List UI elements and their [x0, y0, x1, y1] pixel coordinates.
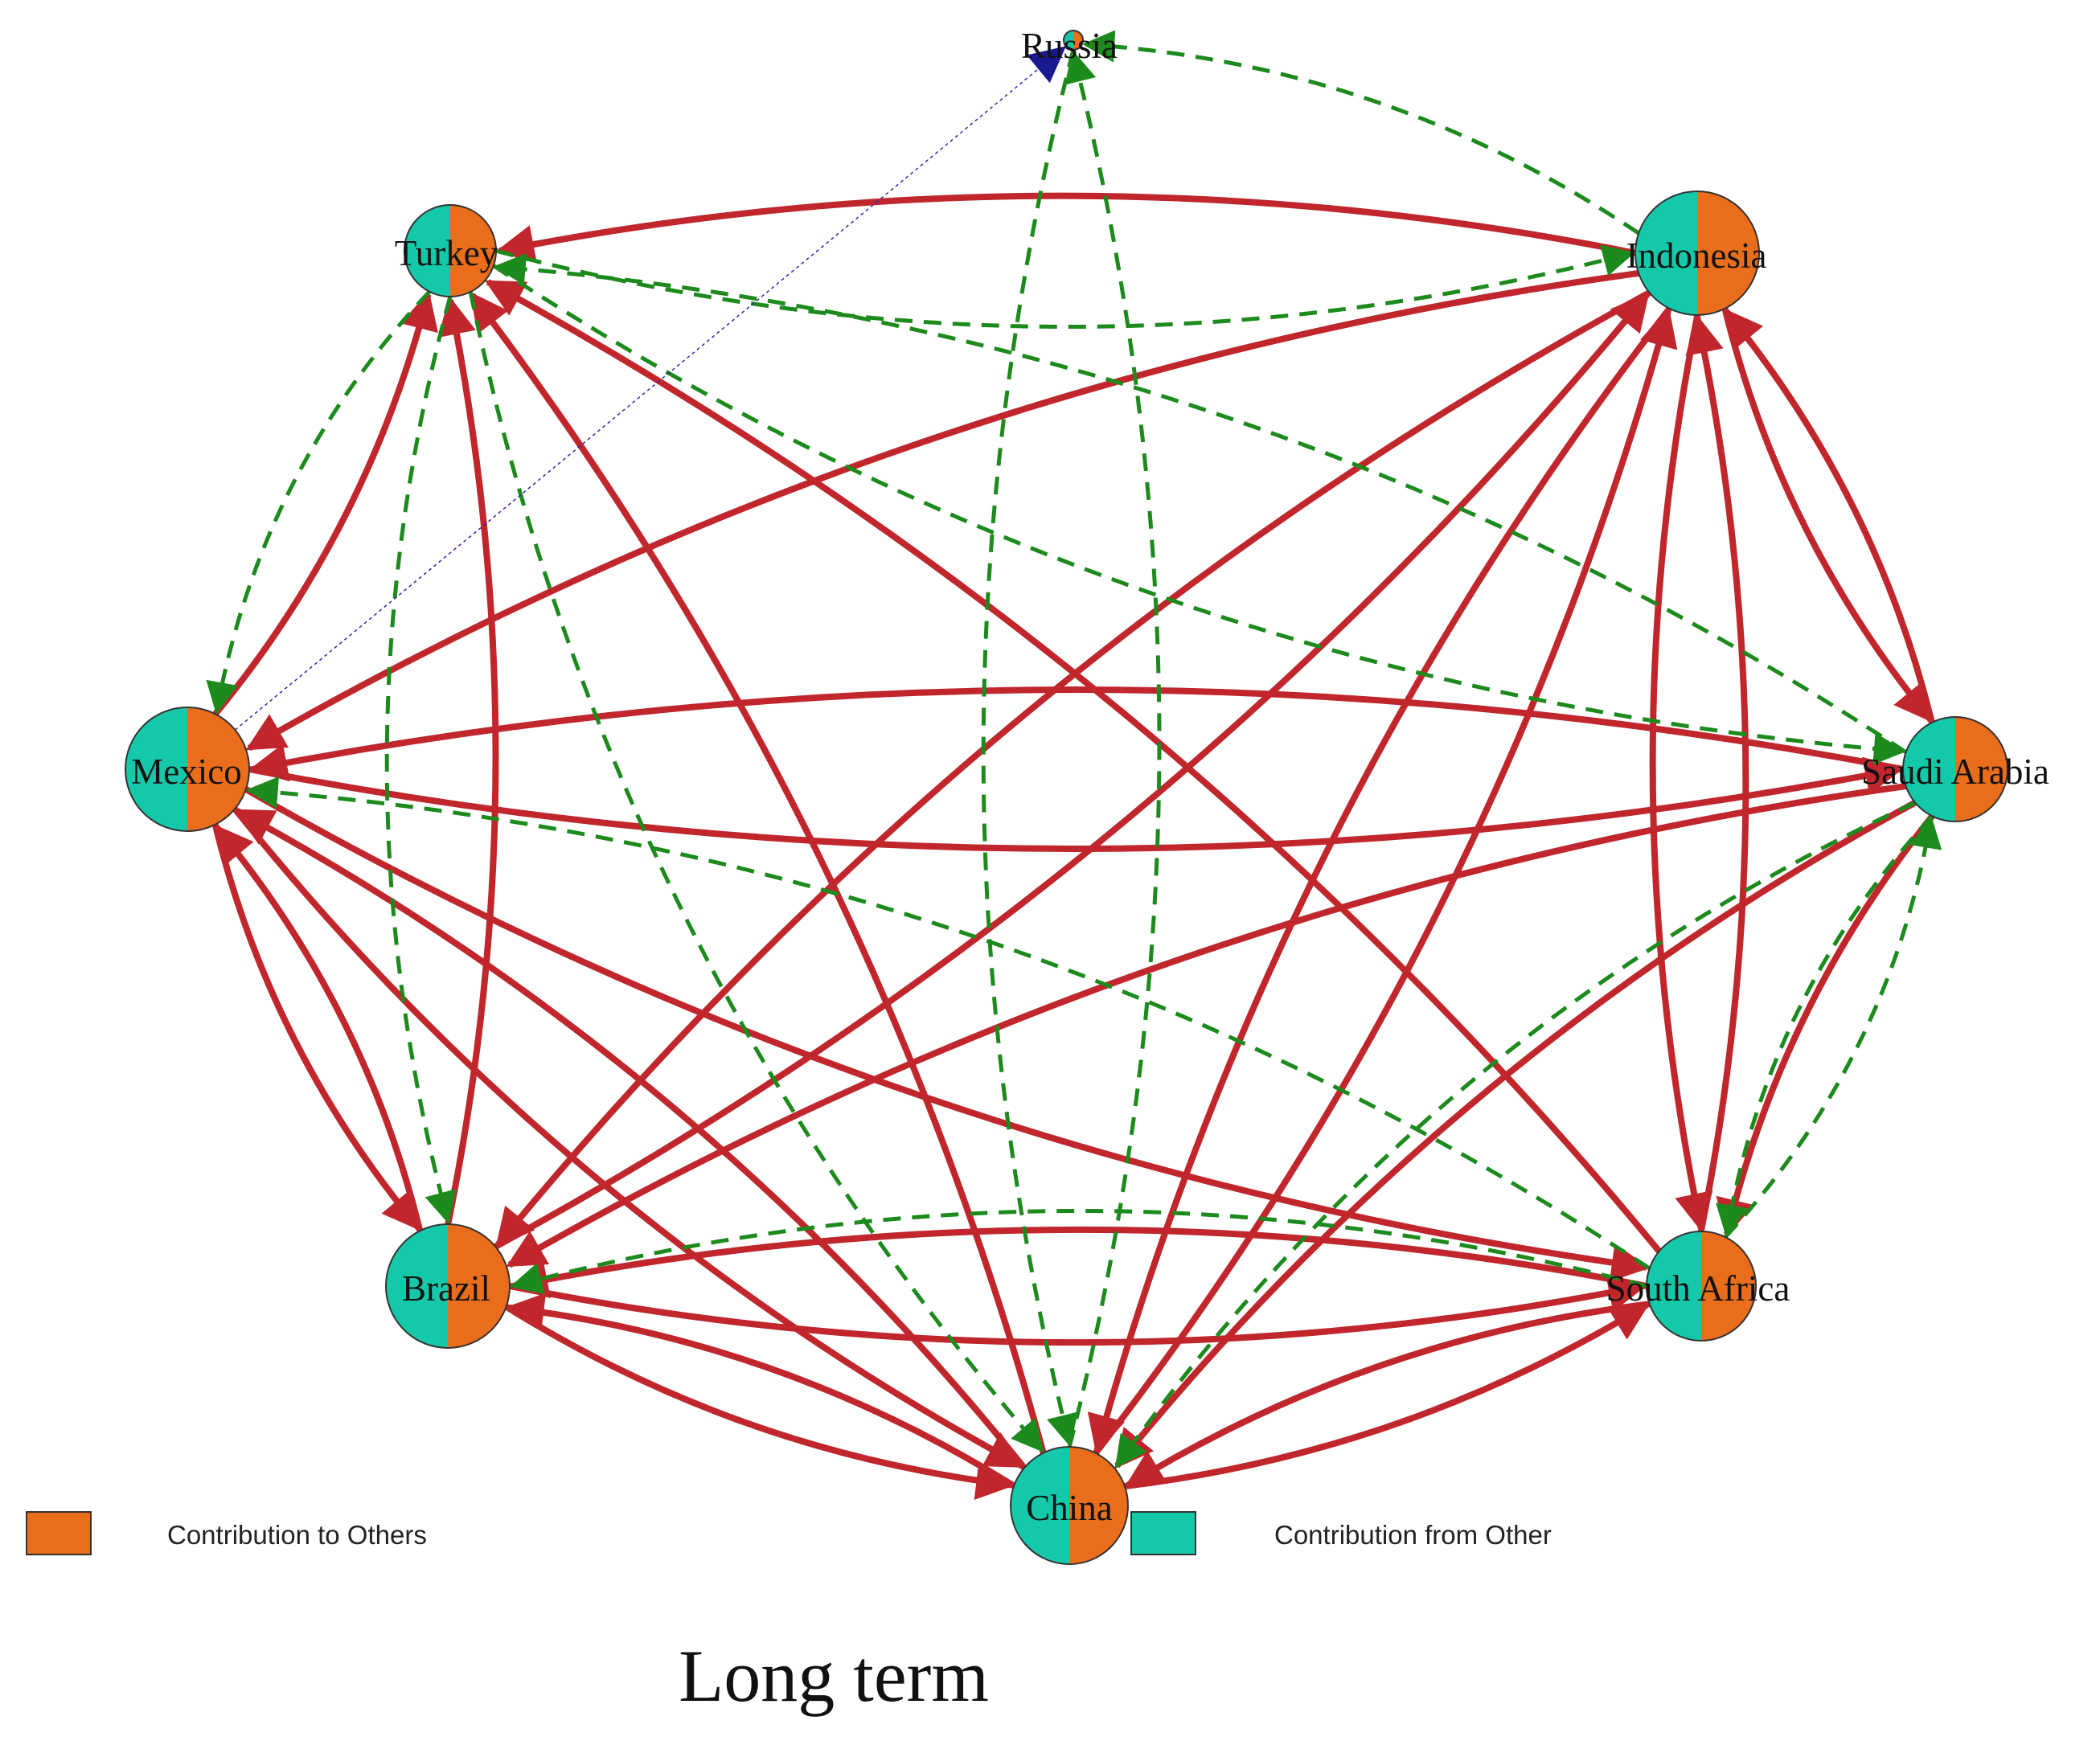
node-china-outline [1010, 1446, 1129, 1565]
edge-turkey-to-brazil [384, 296, 457, 1224]
diagram-caption: Long term [679, 1635, 989, 1717]
edge-south_africa-to-china [1124, 1301, 1651, 1489]
edge-south_africa-to-brazil [509, 1226, 1647, 1299]
node-brazil-label: Brazil [402, 1268, 490, 1309]
edge-south_africa-to-mexico [245, 776, 1651, 1271]
edge-turkey-to-mexico [206, 290, 432, 715]
edges-layer [206, 30, 1942, 1500]
node-turkey-from-other-slice [404, 205, 450, 297]
edge-saudi_arabia-to-mexico [248, 686, 1904, 782]
edge-saudi_arabia-to-south_africa [1716, 813, 1935, 1239]
node-mexico-label: Mexico [131, 752, 241, 792]
node-south_africa-to-others-slice [1701, 1231, 1756, 1341]
edge-brazil-to-south_africa [509, 1273, 1647, 1346]
node-brazil-from-other-slice [386, 1224, 448, 1348]
node-china-from-other-slice [1011, 1447, 1069, 1564]
node-mexico-from-other-slice [125, 707, 187, 831]
edge-mexico-to-china [232, 806, 1026, 1469]
edge-indonesia-to-mexico [245, 269, 1639, 752]
edge-south_africa-to-turkey [484, 279, 1662, 1254]
node-russia: Russia [1021, 26, 1118, 66]
edge-indonesia-to-saudi_arabia [1721, 307, 1934, 723]
node-russia-from-other-slice [1064, 31, 1073, 50]
node-mexico: Mexico [125, 707, 250, 832]
legend-label-to-others: Contribution to Others [167, 1520, 427, 1550]
node-russia-outline [1063, 30, 1084, 51]
node-russia-label: Russia [1021, 26, 1118, 66]
edge-mexico-to-saudi_arabia [248, 756, 1904, 852]
edge-china-to-brazil [505, 1293, 1016, 1489]
edge-indonesia-to-turkey [495, 192, 1636, 264]
edge-south_africa-to-brazil [510, 1208, 1647, 1295]
node-turkey-outline [404, 204, 497, 297]
edge-mexico-to-south_africa [244, 786, 1651, 1282]
legend: Contribution to Others Contribution from… [26, 1511, 1552, 1555]
edge-mexico-to-turkey [212, 290, 438, 716]
edge-saudi_arabia-to-turkey [493, 252, 1907, 754]
node-saudi_arabia: Saudi Arabia [1861, 716, 2049, 822]
node-saudi_arabia-outline [1902, 716, 2008, 822]
node-china-to-others-slice [1069, 1447, 1128, 1564]
node-mexico-outline [125, 707, 250, 832]
edge-indonesia-to-china [1087, 306, 1672, 1454]
node-turkey: Turkey [395, 204, 498, 297]
legend-swatch-to-others [26, 1511, 92, 1555]
node-brazil: Brazil [385, 1223, 511, 1349]
node-china: China [1010, 1446, 1129, 1565]
edge-china-to-russia [1064, 50, 1162, 1448]
edge-saudi_arabia-to-indonesia [1724, 308, 1935, 723]
node-china-label: China [1026, 1488, 1113, 1528]
edge-china-to-south_africa [1124, 1302, 1651, 1490]
node-saudi_arabia-label: Saudi Arabia [1861, 752, 2049, 792]
node-south_africa-label: South Africa [1606, 1268, 1790, 1309]
node-brazil-outline [385, 1223, 511, 1349]
edge-mexico-to-russia [234, 46, 1067, 731]
edge-south_africa-to-indonesia [1685, 314, 1749, 1232]
edge-indonesia-to-russia [1082, 30, 1640, 236]
edge-russia-to-china [981, 49, 1078, 1447]
node-russia-to-others-slice [1073, 31, 1083, 50]
node-saudi_arabia-to-others-slice [1955, 717, 2008, 821]
node-mexico-to-others-slice [187, 707, 249, 831]
edge-saudi_arabia-to-china [1114, 800, 1917, 1469]
node-indonesia-label: Indonesia [1626, 236, 1767, 276]
node-indonesia-outline [1634, 190, 1760, 316]
node-turkey-to-others-slice [450, 205, 496, 297]
edge-brazil-to-china [504, 1304, 1015, 1500]
edge-turkey-to-china [468, 291, 1044, 1452]
edge-china-to-indonesia [1093, 307, 1678, 1456]
edge-saudi_arabia-to-china [1114, 801, 1917, 1469]
node-brazil-to-others-slice [448, 1224, 510, 1348]
edge-saudi_arabia-to-south_africa [1716, 814, 1934, 1238]
node-indonesia-from-other-slice [1635, 191, 1697, 315]
edge-saudi_arabia-to-brazil [506, 783, 1907, 1268]
legend-swatch-from-other [1130, 1511, 1196, 1555]
node-south_africa-from-other-slice [1647, 1231, 1701, 1341]
edge-brazil-to-indonesia [494, 291, 1650, 1250]
edge-brazil-to-turkey [437, 296, 499, 1225]
node-south_africa: South Africa [1606, 1231, 1790, 1342]
edge-indonesia-to-brazil [495, 289, 1651, 1248]
node-south_africa-outline [1646, 1231, 1757, 1342]
node-turkey-label: Turkey [395, 233, 498, 273]
edge-china-to-turkey [469, 291, 1047, 1454]
node-indonesia-to-others-slice [1697, 191, 1759, 315]
edge-brazil-to-mexico [214, 824, 424, 1232]
edge-indonesia-to-south_africa [1649, 314, 1713, 1232]
edge-china-to-mexico [233, 808, 1027, 1470]
edge-mexico-to-brazil [211, 823, 421, 1231]
edge-turkey-to-saudi_arabia [492, 264, 1906, 765]
legend-label-from-other: Contribution from Other [1274, 1520, 1552, 1550]
edge-south_africa-to-saudi_arabia [1724, 815, 1942, 1239]
edge-turkey-to-indonesia [495, 244, 1635, 330]
node-indonesia: Indonesia [1626, 190, 1767, 316]
node-saudi_arabia-from-other-slice [1903, 717, 1955, 821]
